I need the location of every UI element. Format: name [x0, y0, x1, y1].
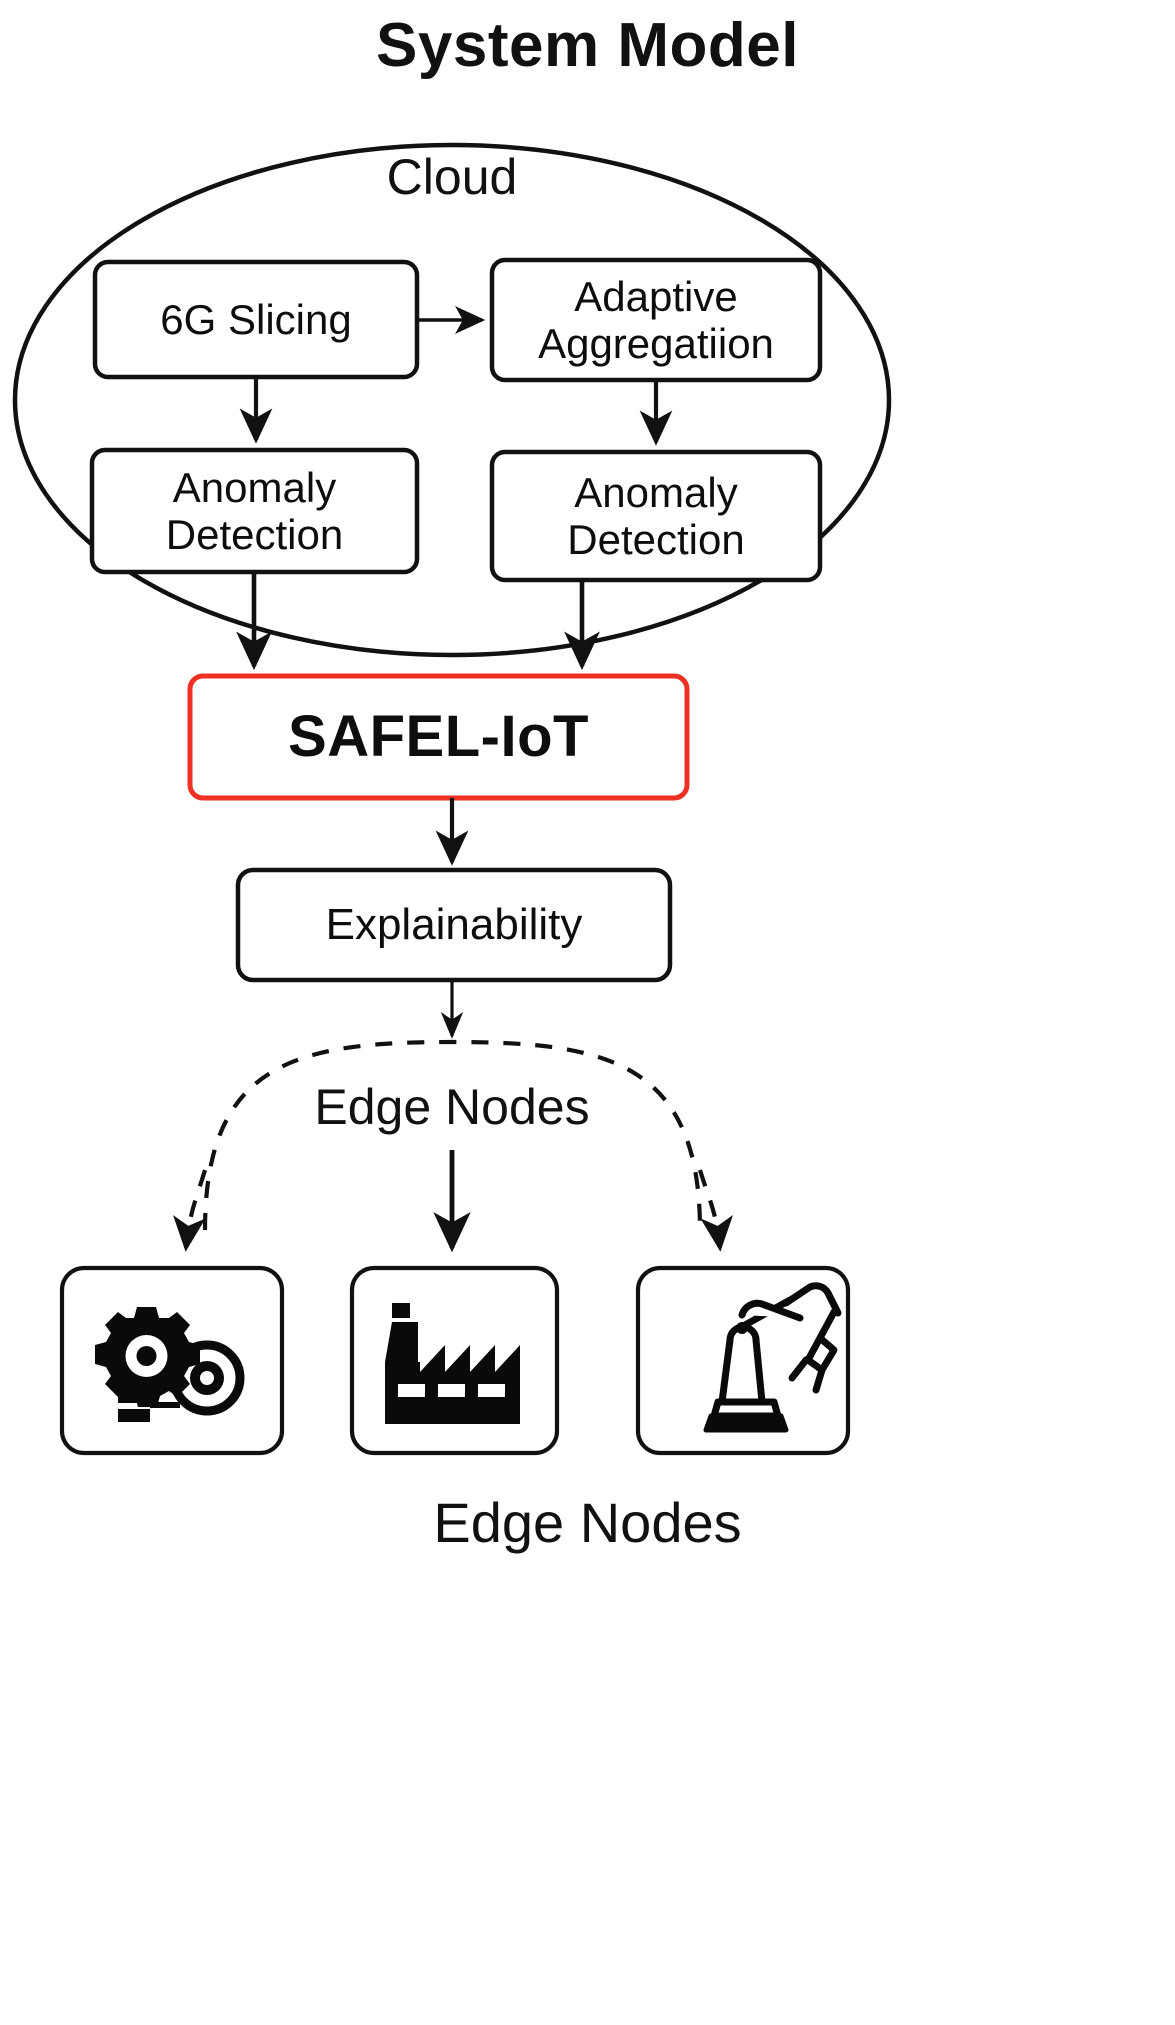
edge-group-to-node-right — [697, 1169, 733, 1252]
node-box-explainability[interactable] — [235, 867, 673, 983]
node-box-6g-slicing[interactable] — [92, 259, 420, 380]
node-box-anomaly-detection-left[interactable] — [89, 447, 420, 575]
edge-node-box-mid[interactable] — [349, 1265, 560, 1456]
robot-arm-icon — [703, 1282, 842, 1433]
factory-icon — [385, 1303, 520, 1424]
cloud-region-label: Cloud — [386, 149, 518, 205]
node-box-adaptive-aggregation[interactable] — [489, 257, 823, 383]
cloud-boundary-ellipse — [12, 142, 892, 658]
node-box-anomaly-detection-right[interactable] — [489, 449, 823, 583]
node-box-safel-iot[interactable] — [187, 673, 690, 801]
edge-group-inner-label: Edge Nodes — [314, 1079, 590, 1135]
edge-nodes-caption: Edge Nodes — [433, 1491, 742, 1554]
edge-nodes-dashed-boundary — [202, 1039, 703, 1231]
edge-group-to-node-left — [173, 1169, 208, 1252]
diagram-title: System Model — [376, 11, 799, 80]
gear-belt-machinery-icon — [95, 1307, 245, 1422]
